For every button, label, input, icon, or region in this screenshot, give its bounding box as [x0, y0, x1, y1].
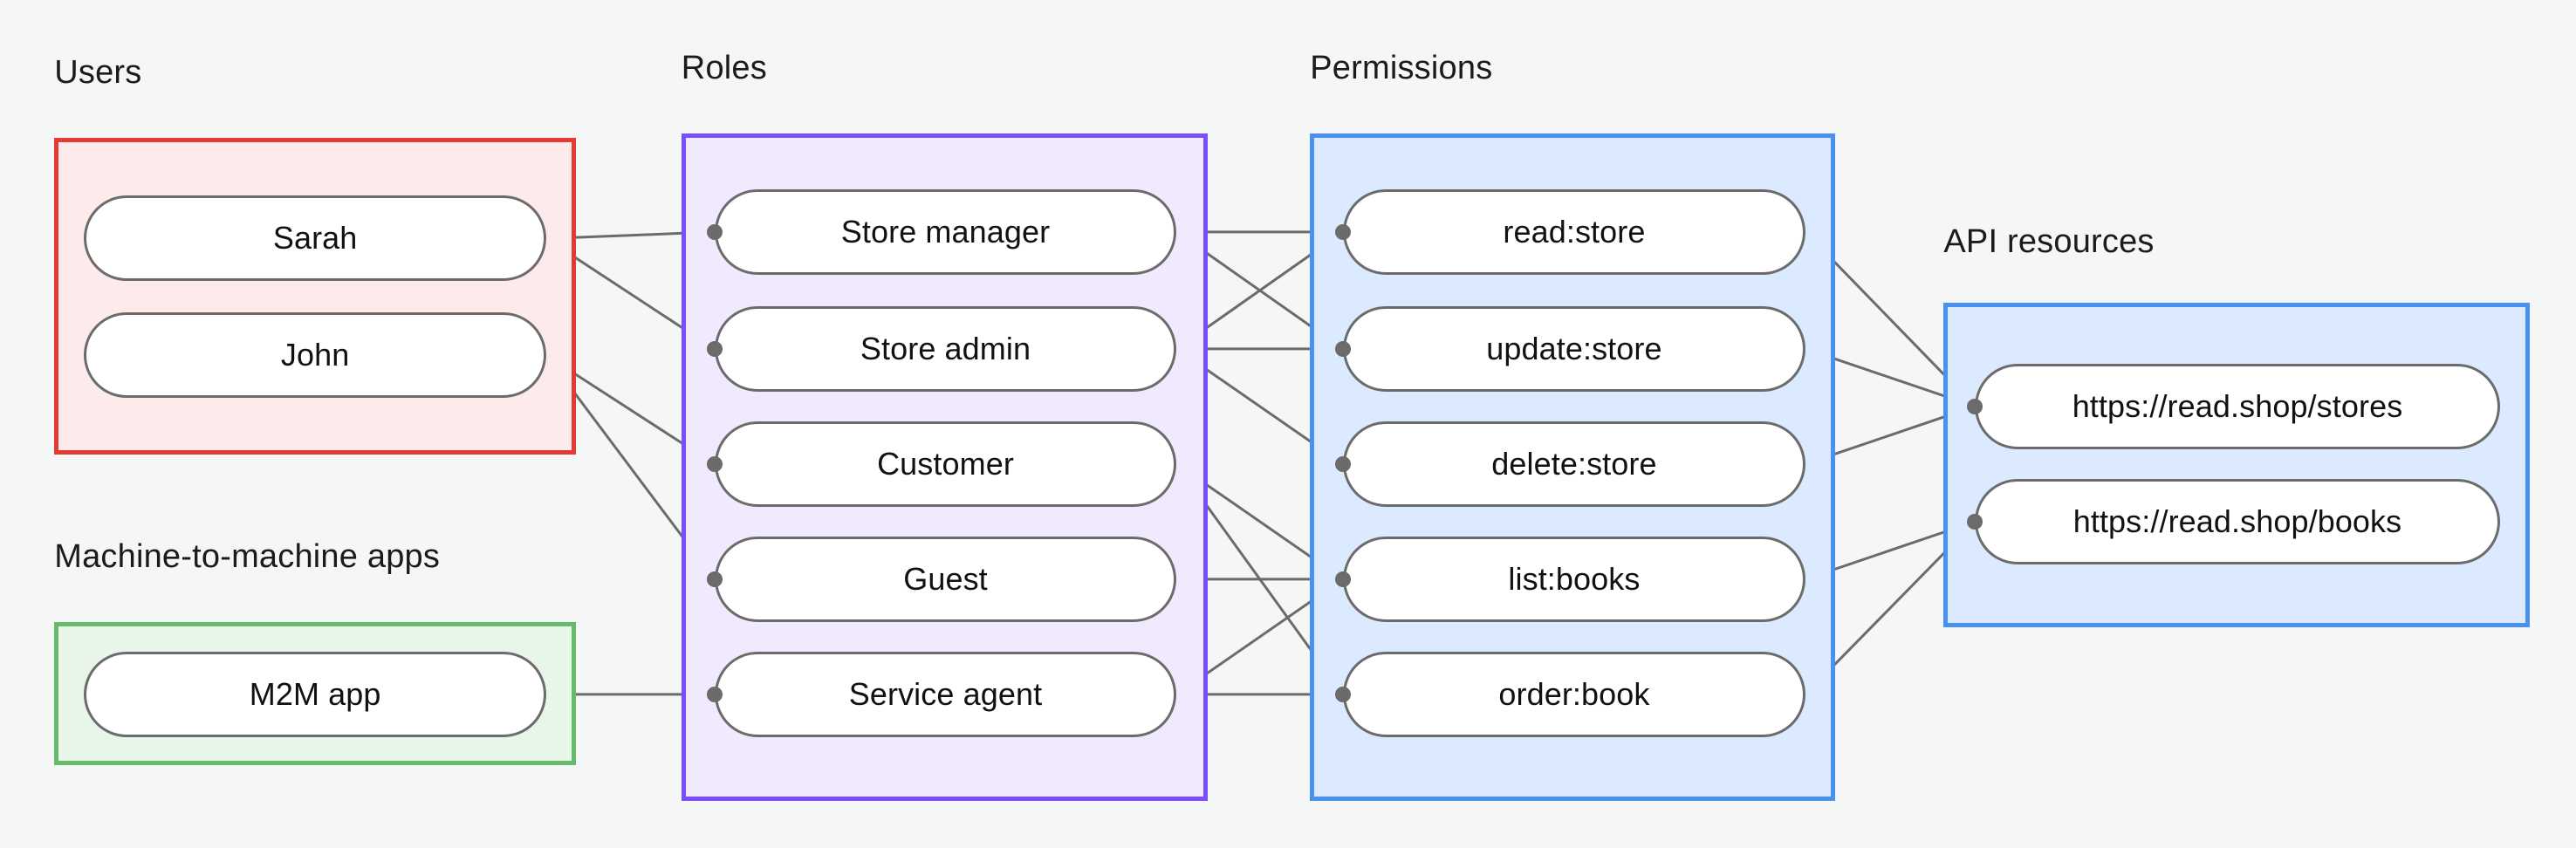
node-list-books[interactable]: list:books: [1342, 536, 1805, 622]
connector-dot-store-manager: [706, 223, 723, 240]
node-guest[interactable]: Guest: [714, 536, 1177, 622]
node-label-m2mapp: M2M app: [249, 675, 381, 712]
connector-dot-store-admin: [706, 340, 723, 357]
node-store-manager[interactable]: Store manager: [714, 188, 1177, 275]
node-read-store[interactable]: read:store: [1342, 188, 1805, 275]
node-label-john: John: [280, 337, 350, 373]
node-label-res-stores: https://read.shop/stores: [2072, 387, 2403, 424]
node-label-read-store: read:store: [1503, 213, 1646, 250]
connector-dot-read-store: [1334, 223, 1351, 240]
node-store-admin[interactable]: Store admin: [714, 305, 1177, 392]
group-title-m2m: Machine-to-machine apps: [54, 537, 441, 575]
connector-dot-list-books: [1334, 571, 1351, 587]
node-order-book[interactable]: order:book: [1342, 651, 1805, 737]
node-label-guest: Guest: [903, 560, 988, 597]
group-title-api: API resources: [1943, 223, 2155, 261]
node-label-list-books: list:books: [1508, 560, 1641, 597]
node-label-store-manager: Store manager: [840, 213, 1051, 250]
connector-dot-guest: [706, 571, 723, 587]
node-sarah[interactable]: Sarah: [84, 195, 547, 282]
connector-dot-res-books: [1967, 513, 1983, 530]
group-title-users: Users: [54, 54, 142, 92]
node-res-books[interactable]: https://read.shop/books: [1975, 478, 2500, 564]
group-title-roles: Roles: [681, 49, 767, 86]
node-service-agent[interactable]: Service agent: [714, 651, 1177, 737]
node-label-delete-store: delete:store: [1491, 445, 1657, 482]
connector-dot-update-store: [1334, 340, 1351, 357]
connector-dot-order-book: [1334, 686, 1351, 702]
connector-dot-customer: [706, 455, 723, 472]
node-label-update-store: update:store: [1486, 330, 1662, 366]
node-label-res-books: https://read.shop/books: [2072, 503, 2402, 539]
node-m2mapp[interactable]: M2M app: [84, 651, 547, 737]
node-label-service-agent: Service agent: [848, 675, 1043, 712]
connector-dot-delete-store: [1334, 455, 1351, 472]
node-label-order-book: order:book: [1498, 675, 1650, 712]
node-update-store[interactable]: update:store: [1342, 305, 1805, 392]
group-box-api: [1943, 303, 2530, 627]
node-john[interactable]: John: [84, 312, 547, 399]
node-label-store-admin: Store admin: [860, 330, 1031, 366]
node-customer[interactable]: Customer: [714, 421, 1177, 507]
group-box-users: [54, 138, 577, 455]
node-label-customer: Customer: [877, 445, 1014, 482]
connector-dot-res-stores: [1967, 398, 1983, 414]
node-delete-store[interactable]: delete:store: [1342, 421, 1805, 507]
node-res-stores[interactable]: https://read.shop/stores: [1975, 363, 2500, 449]
connector-dot-service-agent: [706, 686, 723, 702]
node-label-sarah: Sarah: [272, 220, 358, 256]
group-title-permissions: Permissions: [1310, 49, 1493, 86]
